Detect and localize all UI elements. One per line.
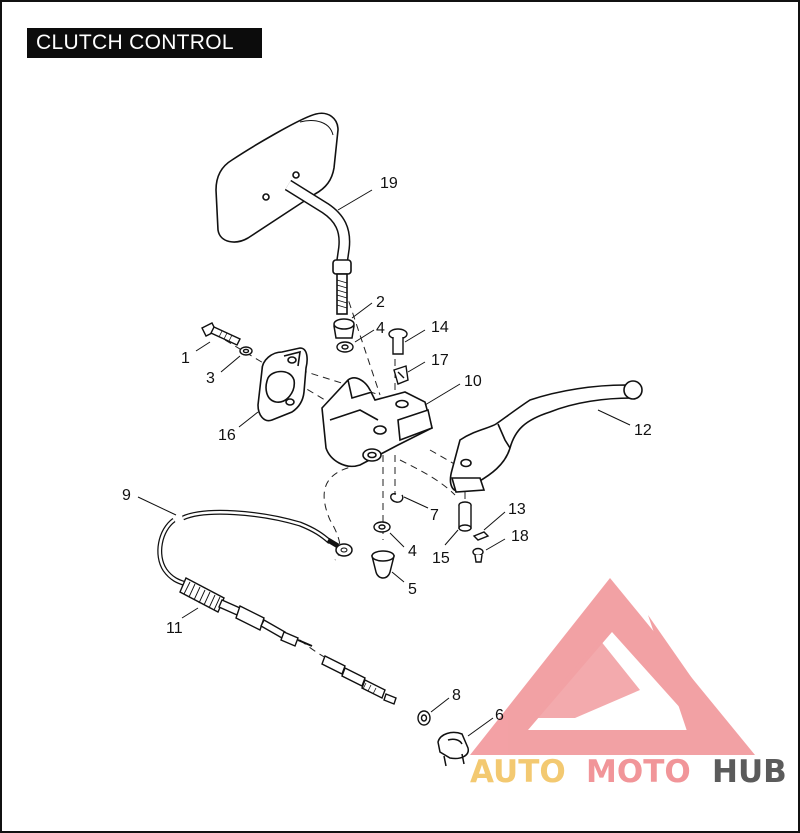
washer-icon — [417, 710, 431, 726]
retaining-ring-icon — [390, 492, 404, 503]
watermark: AUTO MOTO HUB — [470, 754, 787, 790]
callout-19: 19 — [380, 175, 398, 192]
lock-washer-icon — [336, 341, 354, 353]
clutch-cable-icon — [157, 509, 353, 587]
lock-washer-icon — [373, 521, 391, 533]
callout-4-lower: 4 — [408, 543, 417, 560]
callout-16: 16 — [218, 427, 236, 444]
watermark-part1: AUTO — [470, 754, 566, 790]
watermark-part3: HUB — [712, 754, 787, 790]
callout-17: 17 — [431, 352, 449, 369]
title-banner: CLUTCH CONTROL — [27, 28, 262, 58]
callout-6: 6 — [495, 707, 504, 724]
callout-9: 9 — [122, 487, 131, 504]
bushing-icon — [458, 501, 472, 532]
lever-bracket-icon — [321, 377, 433, 467]
page-title: CLUTCH CONTROL — [36, 31, 234, 54]
callout-4-upper: 4 — [376, 320, 385, 337]
spring-pin-icon — [393, 365, 409, 385]
automotohub-logo-icon — [470, 578, 755, 755]
callout-18: 18 — [511, 528, 529, 545]
clutch-lever-icon — [449, 380, 643, 493]
cable-adjuster-icon — [179, 577, 397, 705]
callout-12: 12 — [634, 422, 652, 439]
callout-3: 3 — [206, 370, 215, 387]
callout-7: 7 — [430, 507, 439, 524]
callout-13: 13 — [508, 501, 526, 518]
callout-1: 1 — [181, 350, 190, 367]
pivot-pin-icon — [388, 328, 408, 355]
clamp-icon — [257, 347, 308, 422]
watermark-part2: MOTO — [586, 754, 691, 790]
callout-2: 2 — [376, 294, 385, 311]
washer-icon — [239, 346, 253, 356]
callout-5: 5 — [408, 581, 417, 598]
callout-14: 14 — [431, 319, 449, 336]
callout-8: 8 — [452, 687, 461, 704]
callout-15: 15 — [432, 550, 450, 567]
mirror-icon — [215, 112, 352, 315]
pin-icon — [472, 531, 490, 541]
bolt-icon — [201, 322, 241, 346]
callout-10: 10 — [464, 373, 482, 390]
cable-clip-icon — [437, 731, 469, 767]
leader-lines — [137, 189, 631, 737]
callout-11: 11 — [166, 620, 183, 637]
acorn-nut-icon — [371, 550, 395, 579]
screw-icon — [472, 547, 484, 563]
acorn-nut-icon — [333, 318, 355, 339]
